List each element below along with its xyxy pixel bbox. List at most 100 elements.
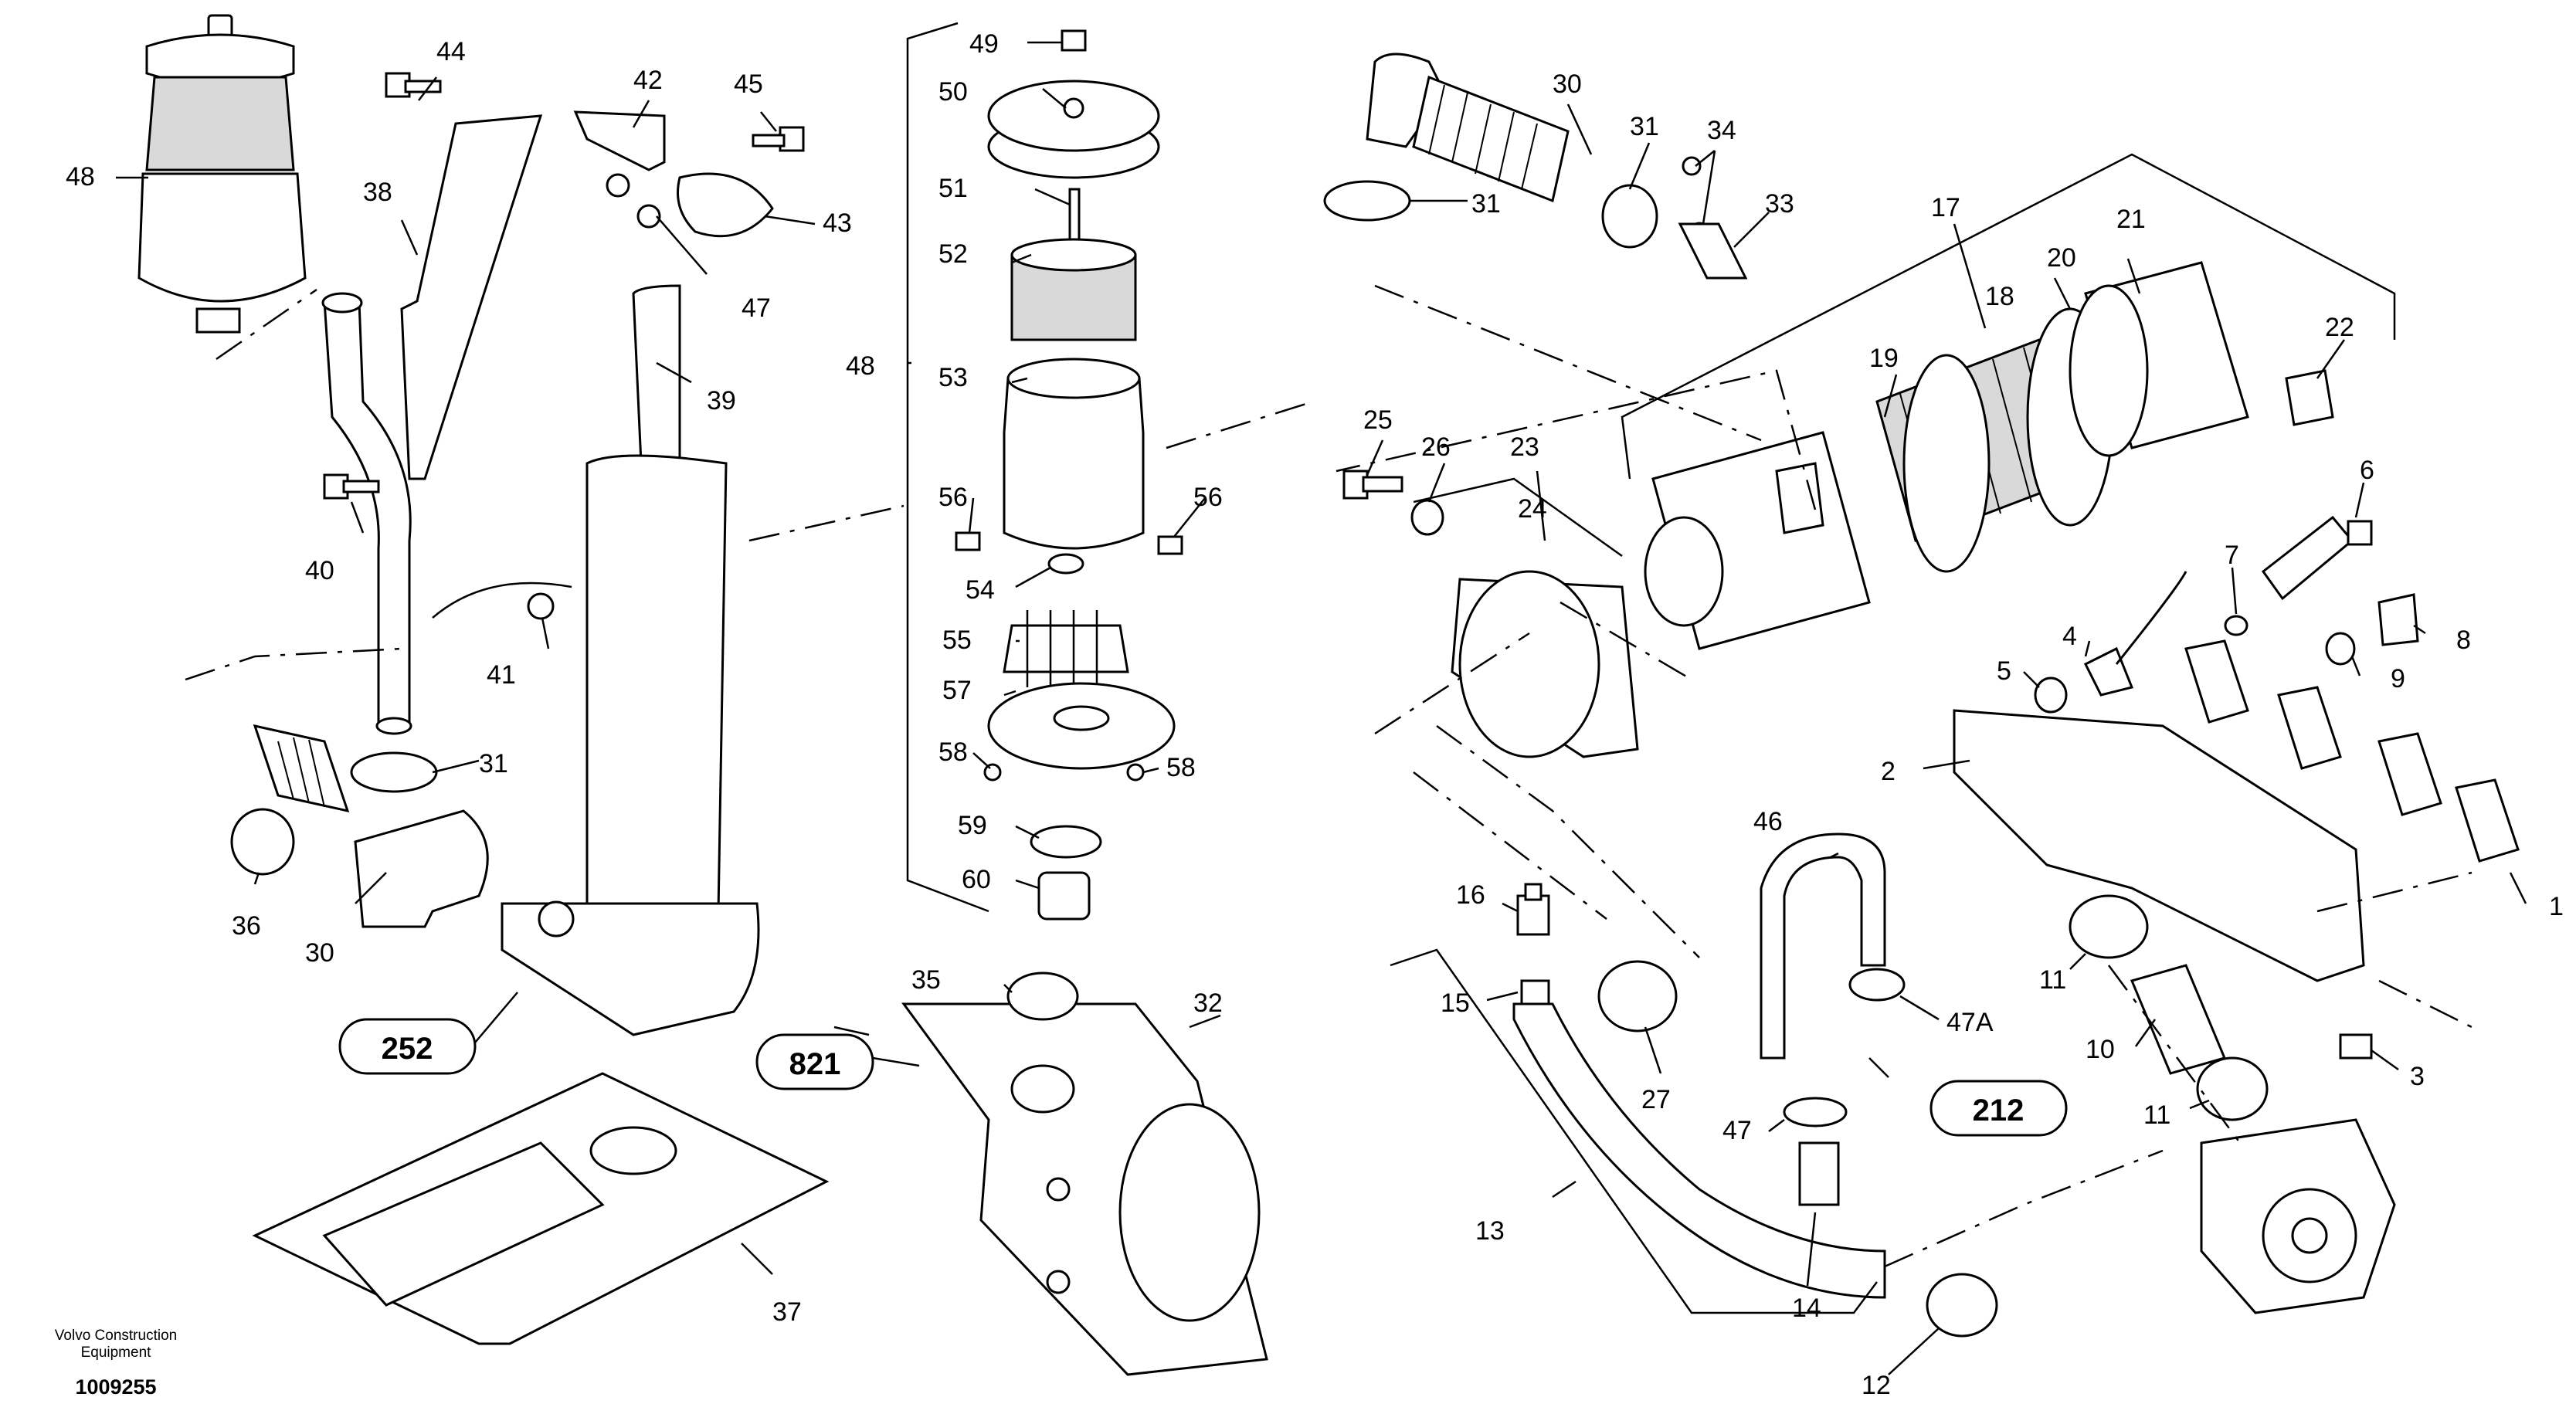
- cover-50: [987, 80, 1160, 179]
- clamps-11: [2069, 894, 2269, 1121]
- fitting-14: [1798, 1141, 1840, 1206]
- callout-18: 18: [1985, 282, 2014, 311]
- callout-19: 19: [1869, 344, 1899, 373]
- stud-3: [2339, 1033, 2373, 1060]
- bolt-45: [752, 126, 805, 152]
- callout-43: 43: [823, 209, 852, 238]
- callout-27: 27: [1641, 1085, 1671, 1114]
- clamp-12: [1926, 1273, 1998, 1338]
- callout-16: 16: [1456, 880, 1485, 910]
- callout-11b: 11: [2143, 1100, 2170, 1130]
- impeller-55: [1003, 610, 1129, 687]
- callout-12: 12: [1862, 1371, 1891, 1400]
- callout-47b: 47: [1722, 1116, 1752, 1145]
- callout-47a: 47: [742, 293, 771, 323]
- fitting-4: [2083, 571, 2187, 697]
- callout-2: 2: [1881, 757, 1896, 786]
- washer-54: [1047, 553, 1084, 575]
- seal-35: [1006, 971, 1079, 1021]
- callout-50: 50: [938, 77, 968, 107]
- callout-55: 55: [942, 626, 972, 655]
- leader-lines: [116, 41, 2527, 1375]
- clamps-31-right: [1323, 180, 1658, 249]
- plug-8: [2377, 593, 2419, 646]
- callout-42: 42: [633, 66, 663, 95]
- hose-31-left: [253, 724, 350, 813]
- nuts-58: [983, 763, 1145, 782]
- bolt-25: [1342, 470, 1403, 500]
- washer-9: [2325, 632, 2356, 666]
- callout-57: 57: [942, 676, 972, 705]
- nut-41: [432, 582, 572, 620]
- callout-56b: 56: [1193, 483, 1223, 512]
- reference-821: 821: [789, 1047, 841, 1081]
- callout-15: 15: [1441, 988, 1470, 1018]
- callout-33: 33: [1765, 189, 1794, 219]
- callout-14: 14: [1792, 1294, 1821, 1323]
- callout-4: 4: [2062, 622, 2077, 651]
- sender-6: [2261, 515, 2373, 601]
- intake-pipe: [321, 292, 412, 735]
- hose-10: [2130, 964, 2227, 1075]
- elbow-30-left: [354, 809, 489, 928]
- clamp-27: [1597, 960, 1678, 1033]
- hose-30: [1412, 75, 1570, 203]
- nut-49: [1061, 29, 1087, 52]
- hose-13: [1512, 1002, 1886, 1299]
- callout-48a: 48: [66, 162, 95, 192]
- footer: Volvo Construction Equipment 1009255: [55, 1328, 177, 1399]
- callout-6: 6: [2360, 456, 2374, 485]
- bracket-24: [1451, 570, 1639, 758]
- callout-60: 60: [962, 865, 991, 894]
- bolt-44: [385, 72, 442, 98]
- credit-line-1: Volvo Construction: [55, 1328, 177, 1344]
- bracket-42: [573, 110, 666, 171]
- turbo: [2200, 1118, 2396, 1314]
- callout-59: 59: [958, 811, 987, 840]
- ring-36: [230, 808, 295, 876]
- callout-32: 32: [1193, 988, 1223, 1018]
- callout-9: 9: [2391, 664, 2405, 693]
- callout-40: 40: [305, 556, 334, 585]
- callout-53: 53: [938, 363, 968, 392]
- callout-46: 46: [1753, 807, 1783, 836]
- callout-30b: 30: [305, 938, 334, 968]
- bracket-38: [400, 114, 543, 480]
- callout-24: 24: [1518, 494, 1547, 524]
- muffler-39: [501, 284, 760, 1036]
- reference-212: 212: [1973, 1094, 2024, 1127]
- reference-labels: 252 821 212: [382, 1032, 2024, 1127]
- housing-53: [1003, 358, 1145, 550]
- precleaner-48: [137, 14, 307, 334]
- callout-44: 44: [436, 37, 466, 66]
- callout-47A: 47A: [1946, 1008, 1994, 1037]
- hose-46: [1760, 832, 1886, 1060]
- screen-52: [1010, 238, 1137, 341]
- callout-37: 37: [772, 1297, 802, 1327]
- callout-41: 41: [487, 660, 516, 690]
- washer-26: [1410, 499, 1444, 536]
- clamp-31-left: [350, 751, 438, 793]
- bracket-48-stack: [906, 22, 989, 913]
- callout-58b: 58: [1166, 753, 1196, 782]
- plate-37: [252, 1072, 830, 1345]
- reference-252: 252: [382, 1032, 433, 1066]
- callout-54: 54: [966, 575, 995, 605]
- callout-36: 36: [232, 911, 261, 941]
- clamp-47b: [1783, 1097, 1848, 1127]
- nuts-47: [606, 173, 661, 229]
- callout-49: 49: [969, 29, 999, 59]
- document-number: 1009255: [75, 1375, 156, 1399]
- callout-56a: 56: [938, 483, 968, 512]
- reference-badges: [338, 1018, 2068, 1137]
- callout-31c: 31: [479, 749, 508, 778]
- callout-58a: 58: [938, 738, 968, 767]
- sensor-16: [1516, 883, 1550, 936]
- assembly-lines: [185, 153, 2472, 1314]
- callout-17: 17: [1931, 193, 1960, 222]
- callout-5: 5: [1997, 656, 2011, 686]
- callout-1: 1: [2549, 892, 2564, 921]
- callout-7: 7: [2225, 541, 2239, 570]
